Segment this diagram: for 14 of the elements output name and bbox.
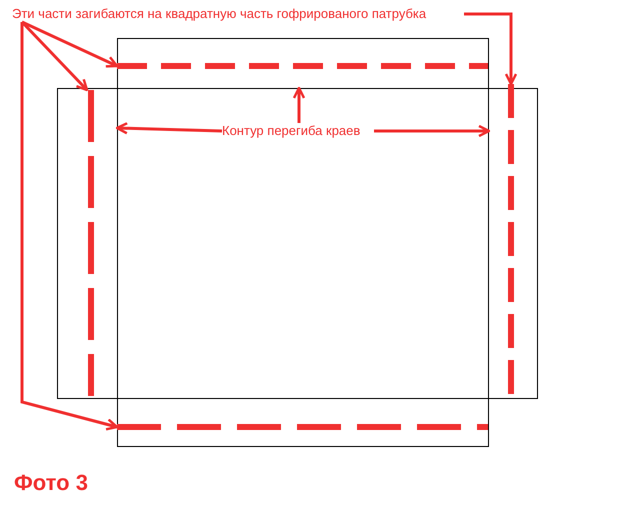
fold-contour	[117, 88, 489, 399]
leader-arrow	[464, 12, 518, 86]
leader-arrow	[20, 22, 118, 431]
leader-arrow	[21, 20, 118, 68]
annotation-text: Контур перегиба краев	[222, 123, 374, 139]
dashed-fold-line	[117, 423, 488, 431]
dashed-fold-line	[87, 90, 95, 396]
leader-arrow	[20, 20, 88, 92]
leader-arrow	[292, 86, 306, 123]
leader-arrow	[374, 124, 490, 138]
annotation-text: Эти части загибаются на квадратную часть гофрированого патрубка	[12, 6, 464, 22]
leader-arrow	[116, 122, 222, 135]
dashed-fold-line	[117, 62, 488, 70]
caption: Фото 3	[14, 470, 88, 496]
